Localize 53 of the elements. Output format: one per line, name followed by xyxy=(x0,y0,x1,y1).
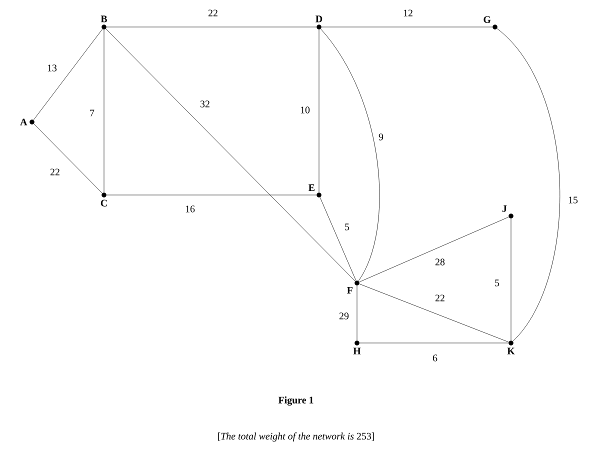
node-label: G xyxy=(484,16,491,23)
vertex: E xyxy=(308,184,322,198)
edge-line xyxy=(510,218,512,341)
edge-line xyxy=(320,197,356,281)
edge-weight: 10 xyxy=(299,106,311,114)
vertex: B xyxy=(100,16,108,30)
edge-weight: 6 xyxy=(432,354,438,362)
node-label: E xyxy=(308,184,314,191)
node-label: D xyxy=(316,16,322,22)
edge-line xyxy=(356,285,358,341)
node-label: A xyxy=(20,118,28,126)
edge-line xyxy=(106,26,317,28)
edge-weight: 29 xyxy=(338,312,350,320)
edge-weight: 32 xyxy=(199,100,211,108)
edge-weight: 28 xyxy=(434,258,446,266)
vertex: F xyxy=(347,280,360,294)
node-label: J xyxy=(502,205,507,212)
vertex: A xyxy=(20,118,34,126)
edge-line xyxy=(359,216,509,282)
edge-weight: 13 xyxy=(46,64,58,72)
vertex: H xyxy=(353,340,361,354)
node-label: B xyxy=(100,16,108,22)
edge-weight: 9 xyxy=(378,132,384,142)
edge-line xyxy=(106,194,317,196)
edge-weight: 5 xyxy=(494,278,500,288)
edge-line xyxy=(359,342,509,344)
edge-line xyxy=(359,284,509,342)
vertex: G xyxy=(484,16,498,30)
edge-line xyxy=(106,28,356,282)
edge-line xyxy=(33,28,103,120)
node-label: C xyxy=(100,200,107,206)
edge-weight: 12 xyxy=(402,8,414,18)
edge-line xyxy=(321,26,493,28)
node-label: H xyxy=(353,348,361,354)
node-label: K xyxy=(507,348,515,354)
edge-weight: 7 xyxy=(88,108,96,118)
edge-line xyxy=(318,29,320,193)
edge-line xyxy=(320,28,380,282)
vertex: K xyxy=(507,340,515,354)
edge-weight: 16 xyxy=(184,204,196,214)
vertex: D xyxy=(316,16,322,30)
edge-weight: 15 xyxy=(567,196,579,204)
edge-weight: 5 xyxy=(344,222,350,232)
vertex: J xyxy=(502,205,514,218)
edge-weight: 22 xyxy=(207,8,219,18)
edge-line xyxy=(34,124,102,194)
vertex: C xyxy=(100,192,107,206)
caption: [The total weight of the network is 253] xyxy=(218,432,374,442)
edge-weight: 22 xyxy=(434,294,446,302)
edge-line xyxy=(496,28,560,342)
node-label: F xyxy=(347,287,352,294)
edge-weight: 22 xyxy=(49,168,61,176)
figure-title: Figure 1 xyxy=(278,396,314,406)
